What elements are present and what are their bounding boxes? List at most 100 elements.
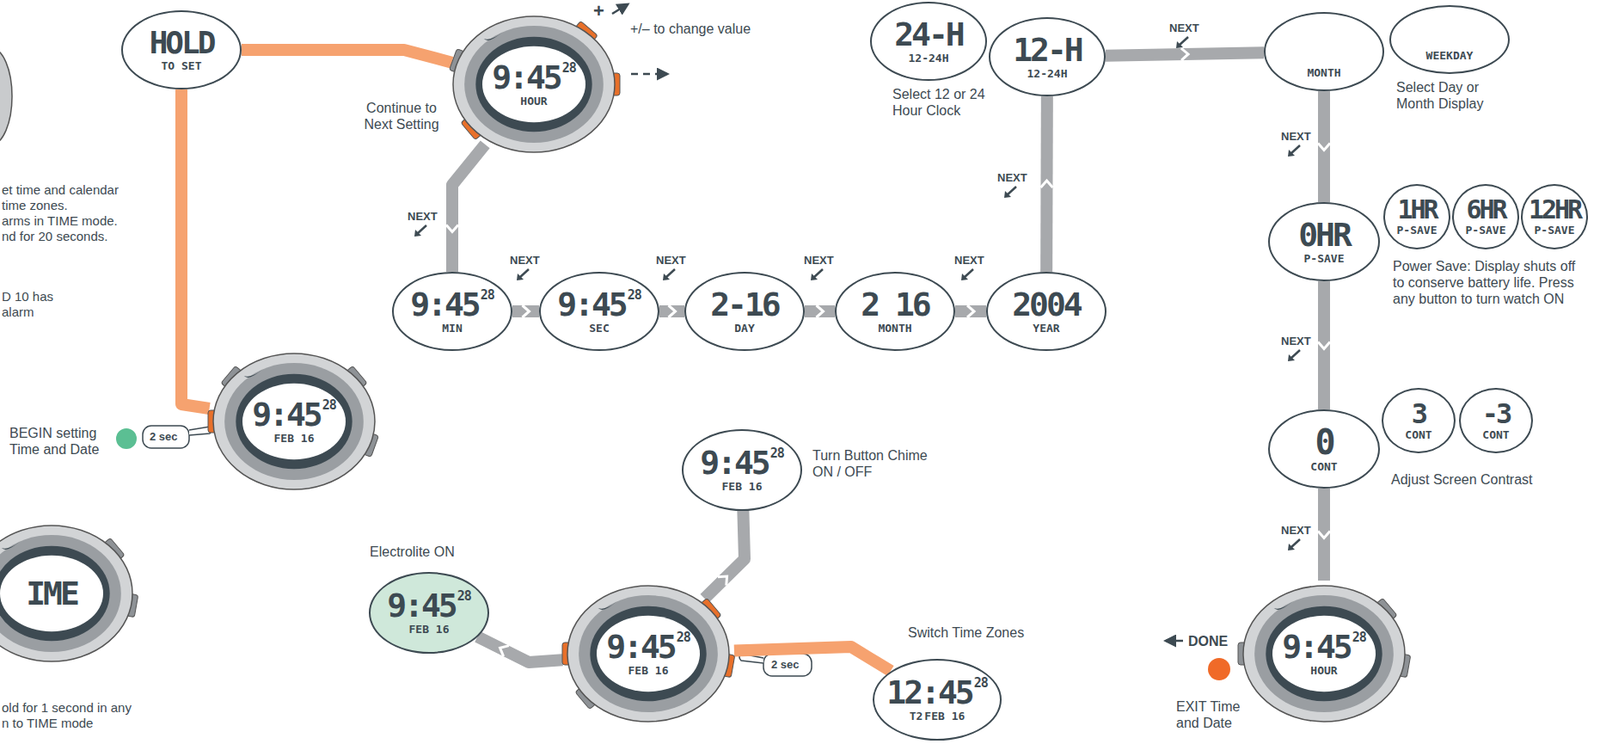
screen-row: CONT: [1404, 427, 1432, 442]
lcd-screen: 3CONT: [1381, 387, 1456, 454]
screen-row: P-SAVE: [1304, 251, 1345, 265]
direction-chevron: [1318, 531, 1331, 539]
annotation-text: Adjust Screen Contrast: [1391, 471, 1572, 488]
edge-label: 2 sec: [771, 658, 800, 671]
screen-row: P-SAVE: [1397, 222, 1438, 237]
lcd-digits: 2004: [1011, 288, 1081, 321]
annotation-text: +: [593, 0, 611, 23]
direction-chevron: [668, 305, 676, 318]
lcd-seconds: 28: [562, 61, 577, 75]
watch-node: 9:4528HOUR: [1238, 580, 1410, 727]
connector-group: [704, 509, 745, 598]
done-arrow: [1165, 639, 1184, 643]
lcd-label: CONT: [1482, 429, 1509, 442]
lcd-label: HOUR: [1310, 664, 1337, 677]
connector-group: [512, 269, 540, 318]
press-icon-head: [961, 273, 969, 281]
press-icon-head: [1287, 149, 1295, 157]
screen-content: WEEKDAY: [1426, 48, 1474, 62]
press-icon-head: [1287, 354, 1295, 362]
screen-row: 12HR: [1528, 196, 1581, 223]
screen-content: MONTH: [1306, 65, 1341, 80]
press-icon-head: [414, 229, 422, 237]
lcd-label: YEAR: [1032, 322, 1060, 335]
lcd-label: FEB 16: [628, 664, 669, 677]
screen-row: FEB 16: [722, 478, 763, 493]
press-icon: [1178, 36, 1189, 46]
lcd-seconds: 28: [480, 288, 495, 302]
screen-row: FEB 16: [274, 430, 315, 445]
watch-node: IME: [0, 520, 138, 667]
watch-case: [0, 525, 133, 662]
screen-row: IME: [25, 576, 78, 610]
screen-content: 9:4528MIN: [410, 288, 495, 335]
swoosh-logo: [1, 540, 21, 550]
lcd-label: P-SAVE: [1534, 224, 1576, 237]
press-icon-head: [516, 273, 524, 281]
lcd-digits: 9:45: [386, 588, 456, 622]
lcd-label: FEB 16: [924, 710, 965, 723]
direction-chevron: [816, 305, 824, 318]
connector-group: [804, 269, 835, 318]
lcd-digits: 2-16: [710, 288, 779, 321]
lcd-screen: 0CONT: [1268, 409, 1380, 489]
edge-label: NEXT: [407, 210, 438, 223]
lcd-screen: -3CONT: [1459, 387, 1533, 454]
screen-content: -3CONT: [1482, 399, 1511, 442]
press-icon: [665, 269, 675, 278]
lcd-seconds: 28: [676, 631, 691, 644]
lcd-screen: 12-H12-24H: [988, 17, 1106, 97]
lcd-digits: 24-H: [894, 18, 963, 51]
screen-content: IME: [25, 576, 78, 610]
screen-row: 9:4528: [491, 61, 577, 94]
edge-label: NEXT: [509, 254, 540, 267]
direction-chevron: [522, 305, 530, 318]
lcd-screen: 6HRP-SAVE: [1452, 183, 1520, 250]
connector-group: [1105, 36, 1264, 61]
next-band: [704, 509, 745, 598]
minus-arrow: [631, 73, 668, 76]
lcd-screen: 9:4528SEC: [539, 271, 660, 351]
screen-row: 24-H: [894, 18, 963, 51]
press-line: [241, 49, 453, 63]
screen-row: 0HR: [1298, 218, 1350, 252]
screen-row: TO SET: [161, 58, 203, 73]
watch-ring: [589, 606, 706, 702]
lcd-seconds: 28: [627, 288, 642, 302]
screen-content: 3CONT: [1404, 399, 1432, 442]
screen-content: 9:4528HOUR: [491, 61, 577, 108]
annotation-text: et time and calendar: [1, 182, 191, 198]
lcd-screen: 9:4528FEB 16: [681, 429, 803, 511]
edge-label: NEXT: [997, 171, 1028, 184]
lcd-label: CONT: [1404, 429, 1432, 442]
lcd-label: P-SAVE: [1465, 224, 1507, 237]
screen-content: 12:4528T2FEB 16: [886, 675, 987, 723]
screen-content: 2-16DAY: [710, 288, 779, 335]
watch-screen: [242, 383, 346, 460]
watch-bezel: [1254, 594, 1394, 712]
lcd-screen: HOLDTO SET: [121, 10, 242, 90]
lcd-label: DAY: [734, 322, 755, 335]
next-band: [1318, 91, 1331, 203]
screen-row: 9:4528: [557, 288, 642, 321]
screen-row: 12:4528: [886, 675, 987, 709]
lcd-label: WEEKDAY: [1426, 49, 1474, 62]
press-icon: [1290, 145, 1300, 154]
lcd-label: MONTH: [877, 322, 912, 335]
next-band: [477, 636, 563, 663]
annotation-text: alarm: [1, 304, 191, 320]
direction-chevron: [500, 645, 509, 657]
screen-content: 24-H12-24H: [894, 18, 963, 65]
watch-case: [213, 353, 375, 490]
connector-group: [734, 646, 891, 671]
lcd-screen: 0HRP-SAVE: [1268, 202, 1380, 282]
edge-label: NEXT: [803, 254, 834, 267]
screen-row: 6HR: [1465, 196, 1505, 223]
watch-bezel: [578, 594, 718, 712]
lcd-screen: 1HRP-SAVE: [1383, 183, 1451, 250]
watch-node: 9:4528FEB 16: [208, 348, 381, 495]
edge-label: NEXT: [1169, 22, 1200, 35]
screen-row: SEC: [588, 320, 609, 335]
lcd-seconds: 28: [457, 589, 472, 603]
lcd-seconds: 28: [770, 447, 785, 460]
